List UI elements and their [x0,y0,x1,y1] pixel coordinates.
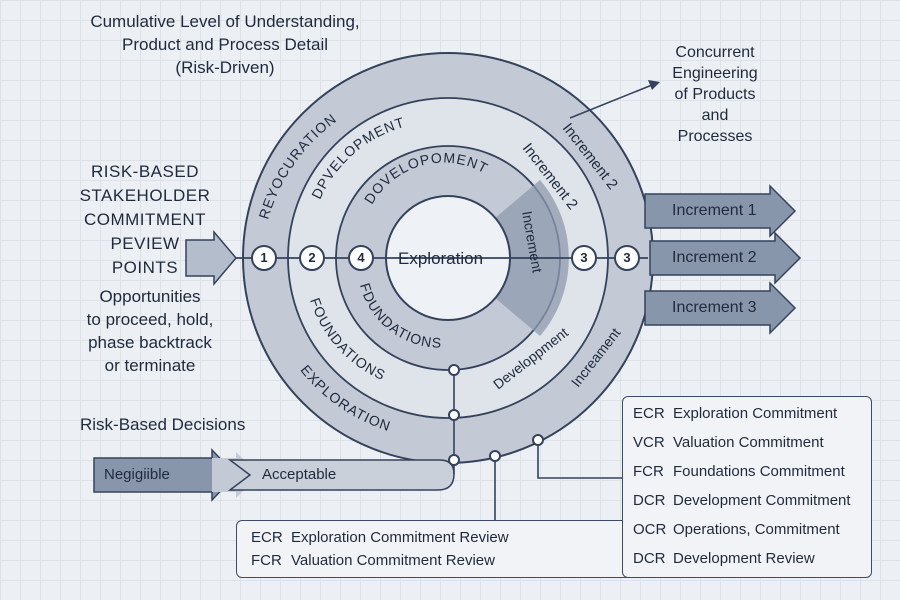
acceptable-label: Acceptable [262,466,337,483]
review-legend-row: ECR Exploration Commitment Review [251,529,509,546]
concurrent-line-3: of Products [674,86,756,103]
review-node-1-label: 1 [260,250,268,265]
review-node-3a [571,245,597,271]
connector-node [448,454,460,466]
opportunities-line-1: Opportunities [99,287,201,306]
review-line-2: STAKEHOLDER [79,186,211,205]
commitment-legend-row: DCR Development Commitment [633,492,851,509]
commitment-legend-row: VCR Valuation Commitment [633,434,824,451]
concurrent-engineering-label: Concurrent Engineering of Products and P… [655,42,775,147]
increment-3-arrow [644,281,797,335]
increment-1-label: Increment 1 [672,202,757,219]
opportunities-line-4: or terminate [104,356,196,375]
concurrent-line-1: Concurrent [675,44,755,61]
review-line-4: PEVIEW [110,234,180,253]
legend-code: ECR [633,405,665,422]
legend-code: FCR [633,463,664,480]
concurrent-line-5: Processes [677,128,753,145]
opportunities-label: Opportunities to proceed, hold, phase ba… [70,285,230,377]
review-node-4-label: 4 [357,250,365,265]
review-legend-row: FCR Valuation Commitment Review [251,552,495,569]
commitment-legend-row: FCR Foundations Commitment [633,463,845,480]
diagram-title: Cumulative Level of Understanding, Produ… [70,10,380,79]
title-line-1: Cumulative Level of Understanding, [90,12,360,31]
commitment-legend-row: OCR Operations, Commitment [633,521,840,538]
review-node-2 [299,245,325,271]
review-node-4 [348,245,374,271]
legend-code: DCR [633,492,666,509]
increment-2-label: Increment 2 [672,249,757,266]
legend-code: FCR [251,552,282,569]
center-label: Exploration [398,249,484,268]
review-node-3b-label: 3 [623,250,631,265]
acceptable-band [227,459,455,491]
legend-code: DCR [633,550,666,567]
legend-code: VCR [633,434,665,451]
review-points-arrow [185,229,237,287]
review-points-label: RISK-BASED STAKEHOLDER COMMITMENT PEVIEW… [70,160,220,280]
review-node-2-label: 2 [308,250,316,265]
opportunities-line-3: phase backtrack [88,333,212,352]
connector-node [448,364,460,376]
commitment-legend-row: DCR Development Review [633,550,815,567]
review-node-1 [251,245,277,271]
legend-text: Foundations Commitment [673,463,845,480]
connector-node [532,434,544,446]
negligible-label: Negigiible [104,466,170,483]
review-node-3b [614,245,640,271]
legend-text: Valuation Commitment Review [291,552,495,569]
connector-node [448,409,460,421]
commitment-legend-row: ECR Exploration Commitment [633,405,837,422]
increment-arrows [644,184,802,335]
legend-text: Operations, Commitment [673,521,840,538]
increment-3-label: Increment 3 [672,299,757,316]
title-line-3: (Risk-Driven) [175,58,275,77]
legend-code: OCR [633,521,667,538]
opportunities-line-2: to proceed, hold, [86,310,214,329]
increment-2-arrow [649,231,802,285]
review-line-1: RISK-BASED [91,162,199,181]
risk-decisions-label: Risk-Based Decisions [80,415,246,434]
legend-text: Exploration Commitment [673,405,838,422]
review-legend: ECR Exploration Commitment Review FCR Valu… [236,520,648,578]
connector-node [489,450,501,462]
legend-text: Exploration Commitment Review [291,529,509,546]
concurrent-line-2: Engineering [672,65,758,82]
legend-text: Development Review [673,550,815,567]
increment-1-arrow [644,184,797,238]
review-line-5: POINTS [111,258,179,277]
legend-text: Valuation Commitment [673,434,824,451]
title-line-2: Product and Process Detail [122,35,328,54]
review-line-3: COMMITMENT [83,210,207,229]
commitment-legend: ECR Exploration Commitment VCR Valuation C… [622,396,872,578]
concurrent-line-4: and [701,107,729,124]
legend-text: Development Commitment [673,492,851,509]
legend-code: ECR [251,529,283,546]
review-node-3a-label: 3 [580,250,588,265]
